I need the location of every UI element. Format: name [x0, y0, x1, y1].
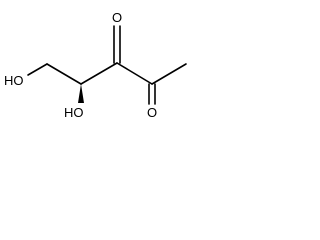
- wedge-bond: [78, 84, 84, 103]
- bond-c3-c4: [116, 62, 153, 85]
- chemical-structure: HO HO O O: [4, 10, 187, 118]
- ketone-oxygen-label-bottom: O: [147, 105, 157, 118]
- bond-c2-c3: [80, 62, 118, 85]
- bond-o1-c1: [27, 63, 48, 76]
- bond-c4-c5: [151, 63, 187, 85]
- hydroxyl-label-terminal: HO: [4, 73, 24, 88]
- bond-c1-c2: [46, 63, 82, 85]
- hydroxyl-label-stereocenter: HO: [64, 105, 84, 118]
- ketone-oxygen-label-top: O: [112, 10, 122, 25]
